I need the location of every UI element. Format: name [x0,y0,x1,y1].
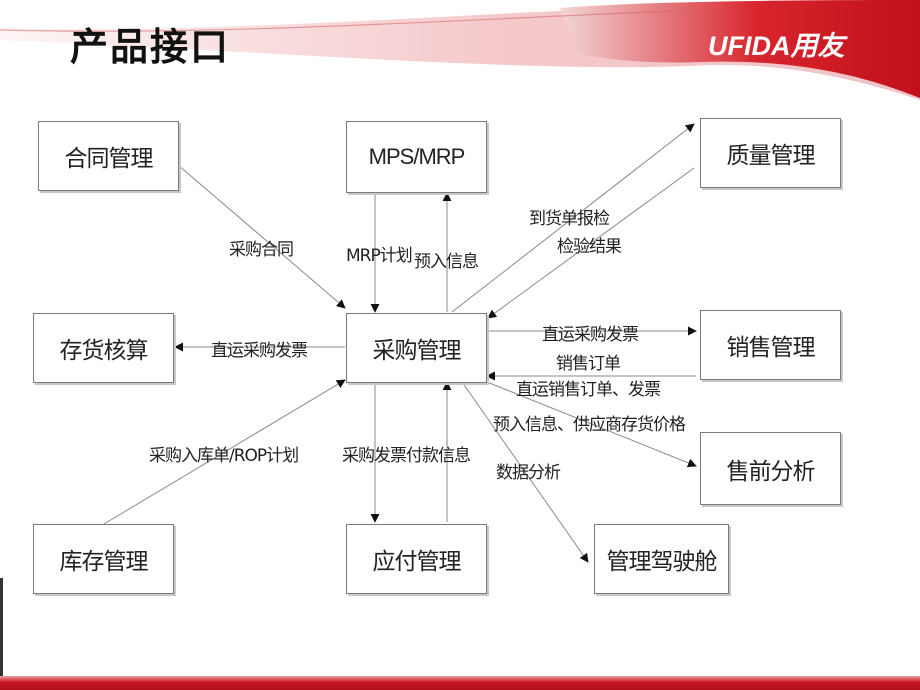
ufida-logo: UFIDA用友 [708,31,845,61]
edge-purchasing-cockpit [461,381,589,563]
edge-quality-purchasing [487,167,695,319]
label-direct-invoice-right: 直运采购发票 [542,325,639,345]
label-receipt-info: 预入信息 [414,252,479,272]
node-inventory-accounting: 存货核算 [33,313,174,383]
edge-purchasing-quality [451,123,695,313]
label-sales-order: 销售订单 [556,354,621,374]
node-stock: 库存管理 [33,524,174,594]
node-mps-mrp: MPS/MRP [346,121,487,193]
footer-bar [0,676,920,690]
node-sales: 销售管理 [700,310,841,380]
node-quality: 质量管理 [700,118,841,188]
left-rule [0,578,3,676]
node-payable: 应付管理 [346,524,487,594]
label-direct-invoice-left: 直运采购发票 [211,341,308,361]
page-title: 产品接口 [70,25,231,69]
label-receipt-supplier-price: 预入信息、供应商存货价格 [493,415,686,435]
edge-stock-purchasing [103,379,346,525]
label-direct-sales-order-invoice: 直运销售订单、发票 [516,380,661,400]
header-wave [0,0,920,100]
node-presales: 售前分析 [700,432,841,505]
label-invoice-payment: 采购发票付款信息 [342,446,471,466]
label-stock-in-rop: 采购入库单/ROP计划 [149,446,299,466]
label-inspection-result: 检验结果 [557,237,622,257]
edge-contract-purchasing [177,164,346,309]
edge-purchasing-presales [486,381,697,468]
label-mrp-plan: MRP计划 [346,246,413,266]
label-arrival-inspection: 到货单报检 [529,209,610,229]
node-purchasing: 采购管理 [346,313,487,383]
node-cockpit: 管理驾驶舱 [594,524,729,594]
label-purchase-contract: 采购合同 [229,240,294,260]
label-data-analysis: 数据分析 [496,463,561,483]
node-contract: 合同管理 [38,121,179,191]
